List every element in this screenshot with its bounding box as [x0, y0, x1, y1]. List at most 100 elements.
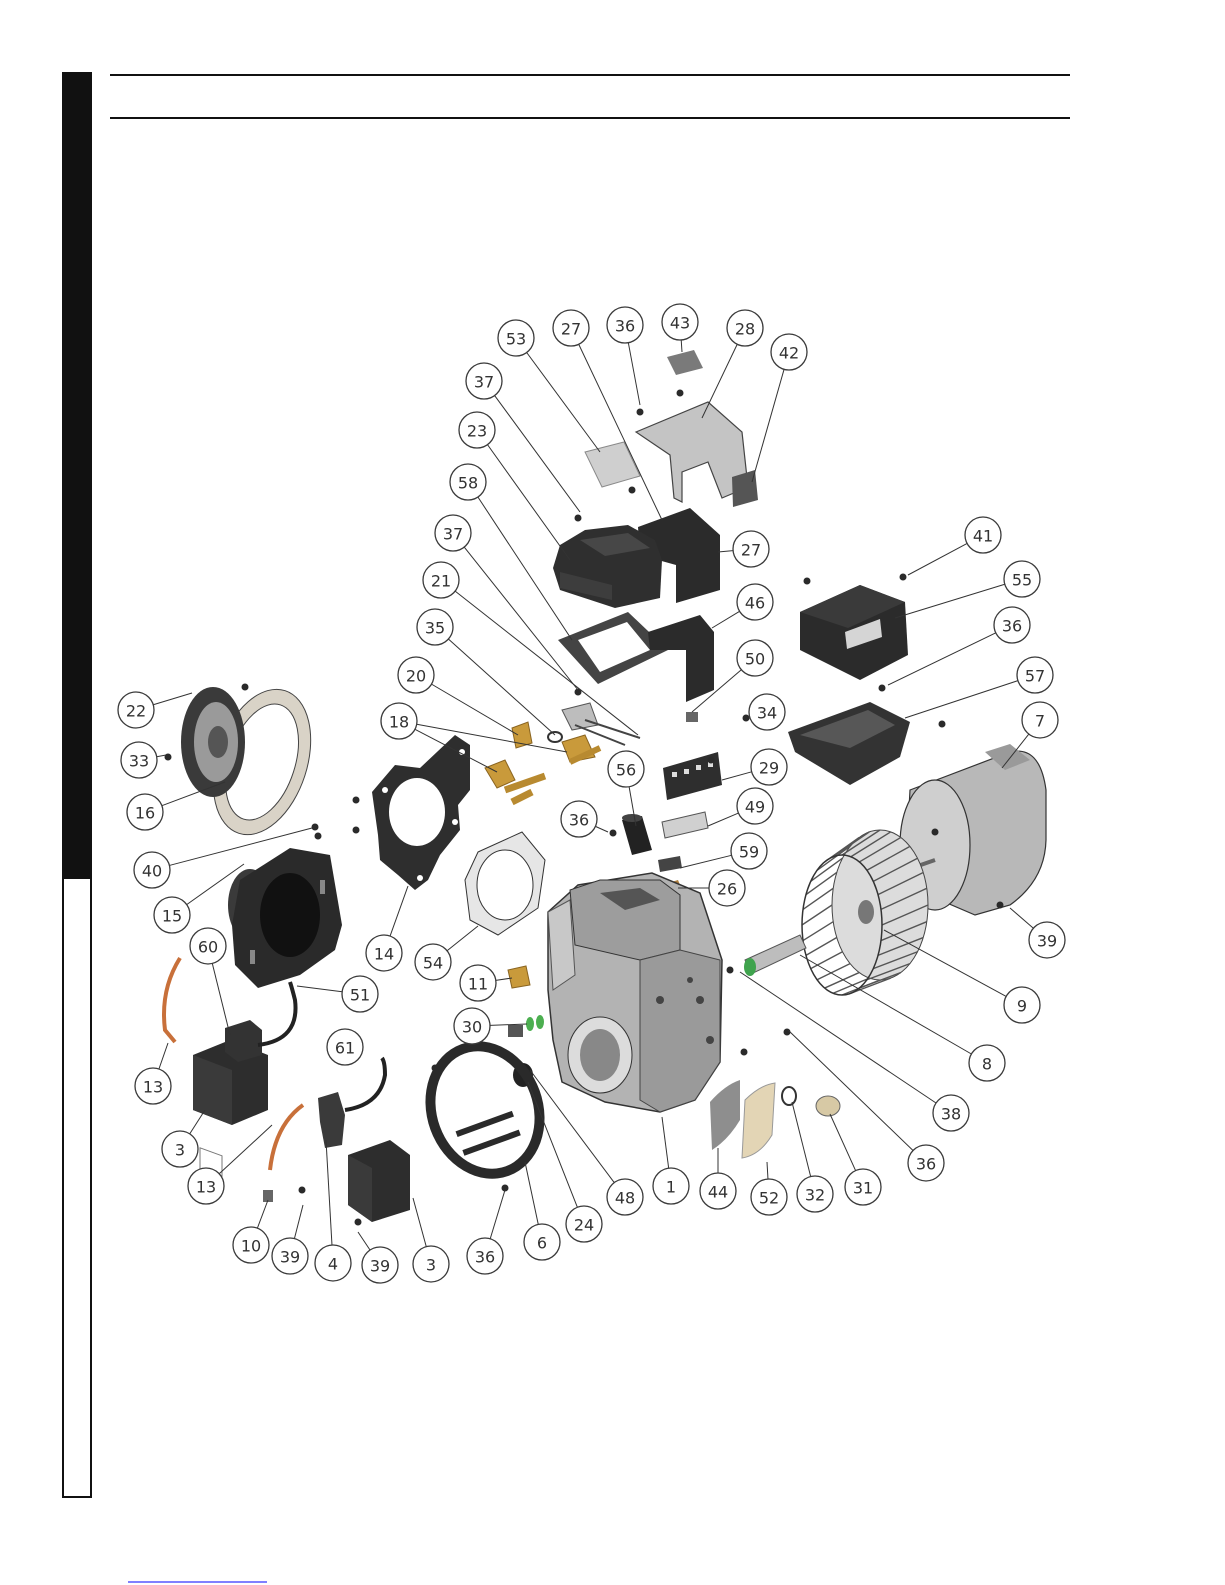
callout-bubble: 48 [607, 1179, 643, 1215]
blower-hub [858, 900, 874, 924]
leader-line [788, 1030, 913, 1151]
callout-bubble: 60 [190, 928, 226, 964]
callout-bubble: 52 [751, 1179, 787, 1215]
callout-number: 10 [241, 1237, 261, 1256]
callout-number: 3 [426, 1256, 436, 1275]
leader-line [257, 1200, 268, 1228]
part-6-air-inlet [407, 1024, 564, 1195]
part-43-label [667, 350, 703, 375]
callout-number: 18 [389, 713, 409, 732]
screw [355, 1219, 362, 1226]
callout-bubble: 8 [969, 1045, 1005, 1081]
callout-number: 23 [467, 422, 487, 441]
part-23-ignition-transformer [553, 525, 662, 608]
leader-line [595, 826, 608, 832]
callout-bubble: 36 [467, 1238, 503, 1274]
screw [932, 829, 939, 836]
callout-number: 20 [406, 667, 426, 686]
part-14-mounting-flange [372, 735, 470, 890]
callout-bubble: 37 [466, 363, 502, 399]
callout-number: 34 [757, 704, 777, 723]
leader-line [358, 1232, 370, 1250]
leader-line [495, 396, 580, 512]
leader-line [908, 543, 967, 575]
callout-number: 57 [1025, 667, 1045, 686]
callout-bubble: 6 [524, 1224, 560, 1260]
part-18-nozzle-fittings [485, 735, 600, 802]
part-13-oil-line [270, 1105, 303, 1170]
callout-bubble: 22 [118, 692, 154, 728]
callout-bubble: 15 [154, 897, 190, 933]
screw [432, 1065, 439, 1072]
callout-bubble: 3 [413, 1246, 449, 1282]
callout-bubble: 36 [607, 307, 643, 343]
leader-line [294, 1205, 303, 1239]
callout-bubble: 34 [749, 694, 785, 730]
leader-line [712, 611, 740, 628]
leader-line [628, 343, 640, 405]
leader-line [448, 639, 555, 735]
callout-number: 16 [135, 804, 155, 823]
screw [353, 827, 360, 834]
callout-bubble: 35 [417, 609, 453, 645]
callout-number: 30 [462, 1018, 482, 1037]
screw [743, 715, 750, 722]
callout-number: 36 [475, 1248, 495, 1267]
part-55-control-box [800, 585, 908, 680]
screw [629, 487, 636, 494]
callout-bubble: 53 [498, 320, 534, 356]
leader-line [895, 584, 1005, 618]
callout-number: 27 [741, 541, 761, 560]
callout-bubble: 29 [751, 749, 787, 785]
callout-number: 39 [370, 1257, 390, 1276]
leader-line [153, 693, 192, 705]
callout-bubble: 39 [362, 1247, 398, 1283]
callout-number: 61 [335, 1039, 355, 1058]
callout-number: 36 [916, 1155, 936, 1174]
callout-bubble: 27 [733, 531, 769, 567]
screw [677, 390, 684, 397]
part-3-pump [193, 1040, 268, 1180]
leader-line [702, 344, 737, 418]
callout-bubble: 36 [994, 607, 1030, 643]
blower-blade [803, 922, 833, 941]
callout-number: 53 [506, 330, 526, 349]
leader-line [905, 681, 1018, 718]
callout-bubble: 39 [1029, 922, 1065, 958]
callout-number: 21 [431, 572, 451, 591]
screw [610, 830, 617, 837]
leader-line [718, 551, 733, 552]
callout-number: 8 [982, 1055, 992, 1074]
callout-number: 59 [739, 843, 759, 862]
leader-line [190, 1110, 205, 1134]
callout-bubble: 18 [381, 703, 417, 739]
screw [997, 902, 1004, 909]
callout-number: 48 [615, 1189, 635, 1208]
screw [900, 574, 907, 581]
callout-number: 37 [474, 373, 494, 392]
callout-number: 28 [735, 320, 755, 339]
leader-line [708, 813, 738, 826]
part-3-pump [348, 1140, 410, 1222]
part-28-cover-plate [636, 402, 748, 502]
callout-bubble: 36 [561, 801, 597, 837]
screw [708, 757, 715, 764]
callout-bubble: 44 [700, 1173, 736, 1209]
screw [727, 967, 734, 974]
callout-number: 1 [666, 1178, 676, 1197]
leader-line [432, 684, 518, 735]
callout-number: 35 [425, 619, 445, 638]
leader-line [417, 724, 567, 752]
callout-bubble: 40 [134, 852, 170, 888]
leader-line [680, 855, 732, 868]
blower-blade [811, 952, 843, 969]
callout-bubble: 24 [566, 1206, 602, 1242]
leader-line [490, 1190, 505, 1239]
callout-number: 32 [805, 1186, 825, 1205]
callout-number: 44 [708, 1183, 728, 1202]
part-59-bracket [658, 856, 682, 872]
callout-number: 39 [280, 1248, 300, 1267]
callout-bubble: 49 [737, 788, 773, 824]
callout-number: 56 [616, 761, 636, 780]
